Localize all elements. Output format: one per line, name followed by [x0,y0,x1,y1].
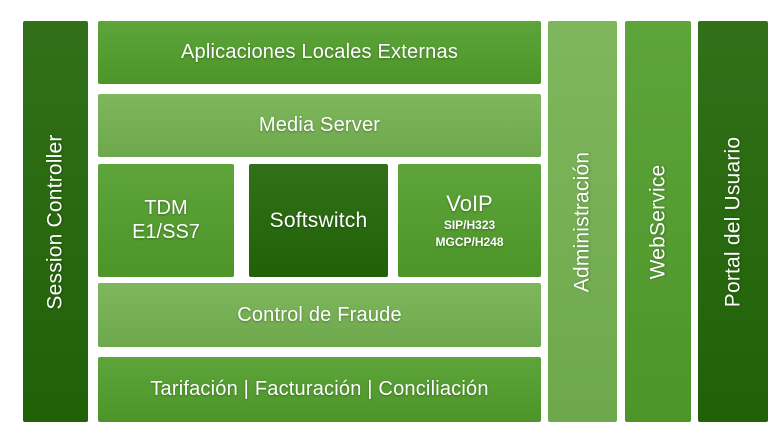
voip-protocols-line1: SIP/H323 [443,217,496,232]
softswitch-block: Softswitch [249,164,388,277]
voip-title: VoIP [446,190,493,216]
portal-del-usuario-label: Portal del Usuario [721,136,745,307]
voip-label: VoIP SIP/H323 MGCP/H248 [435,191,503,251]
tdm-label: TDM E1/SS7 [132,197,200,244]
session-controller-label: Session Controller [43,133,67,310]
administracion-label: Administración [570,151,594,292]
webservice-bar: WebService [625,21,691,422]
media-server-block: Media Server [98,94,541,157]
aplicaciones-locales-externas-label: Aplicaciones Locales Externas [180,41,459,63]
tarifacion-facturacion-conciliacion-block: Tarifación | Facturación | Conciliación [98,357,541,422]
tdm-block: TDM E1/SS7 [98,164,234,277]
voip-protocols-line2: MGCP/H248 [435,234,504,249]
webservice-label: WebService [646,164,670,279]
control-de-fraude-block: Control de Fraude [98,283,541,347]
administracion-bar: Administración [548,21,617,422]
control-de-fraude-label: Control de Fraude [237,303,402,326]
session-controller-bar: Session Controller [23,21,88,422]
media-server-label: Media Server [258,114,381,136]
voip-block: VoIP SIP/H323 MGCP/H248 [398,164,541,277]
softswitch-label: Softswitch [269,208,368,232]
tdm-subtitle: E1/SS7 [132,220,200,243]
tdm-title: TDM [144,196,188,219]
tarifacion-facturacion-conciliacion-label: Tarifación | Facturación | Conciliación [150,378,489,400]
aplicaciones-locales-externas-block: Aplicaciones Locales Externas [98,21,541,84]
portal-del-usuario-bar: Portal del Usuario [698,21,768,422]
